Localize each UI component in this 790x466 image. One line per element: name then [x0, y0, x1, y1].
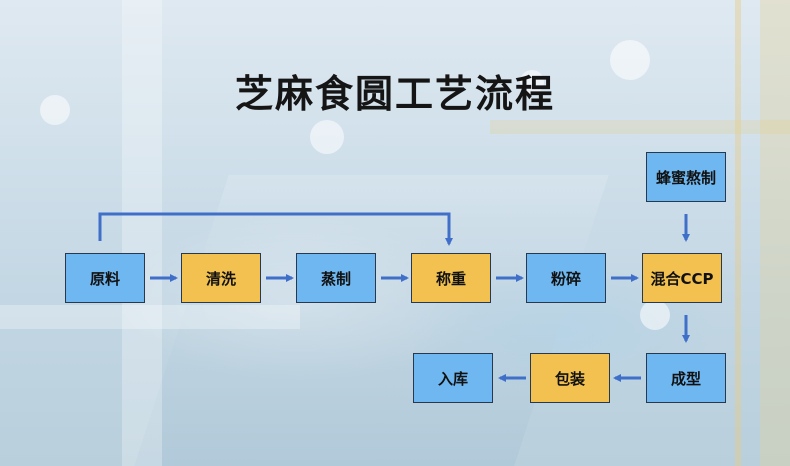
step-mixing-ccp: 混合CCP — [642, 253, 722, 303]
step-washing: 清洗 — [181, 253, 261, 303]
step-steaming: 蒸制 — [296, 253, 376, 303]
step-weighing: 称重 — [411, 253, 491, 303]
step-shaping: 成型 — [646, 353, 726, 403]
page-title: 芝麻食圆工艺流程 — [234, 72, 555, 116]
step-warehousing: 入库 — [413, 353, 493, 403]
step-crushing: 粉碎 — [526, 253, 606, 303]
step-raw-material: 原料 — [65, 253, 145, 303]
step-packaging: 包装 — [530, 353, 610, 403]
step-honey-boiling: 蜂蜜熬制 — [646, 152, 726, 202]
